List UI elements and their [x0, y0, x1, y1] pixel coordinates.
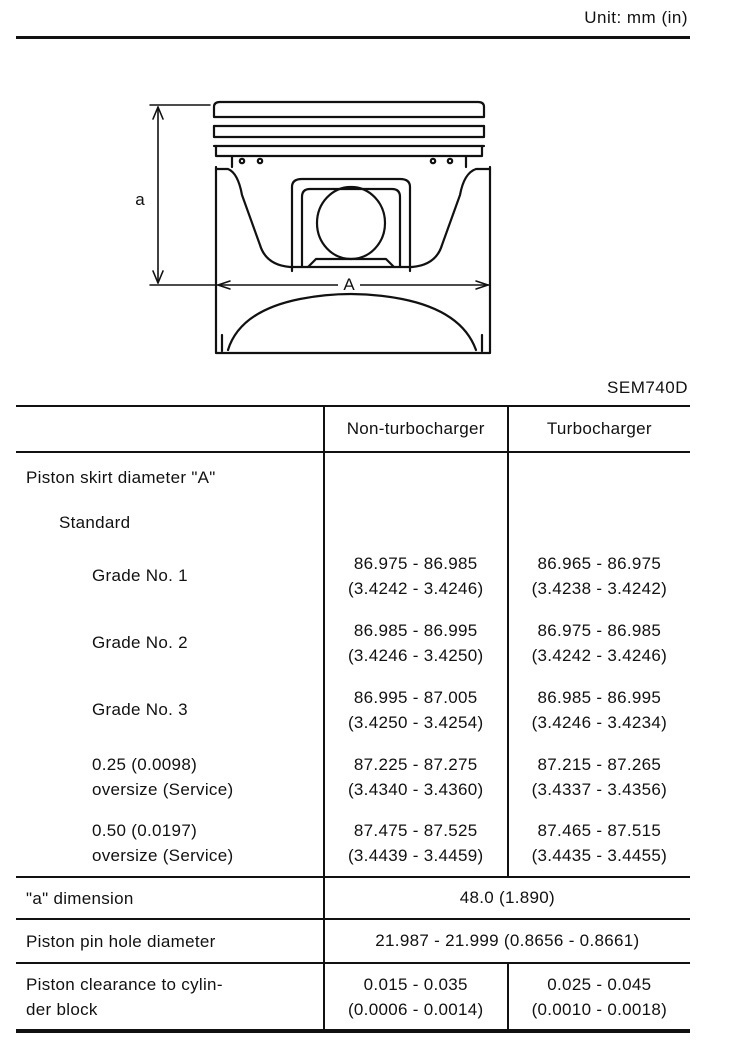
grade-value: 86.975 - 86.985(3.4242 - 3.4246) — [322, 542, 508, 609]
grade-value: 86.995 - 87.005(3.4250 - 3.4254) — [322, 676, 508, 743]
oversize-value: 87.475 - 87.525(3.4439 - 3.4459) — [322, 810, 508, 877]
clearance-label: Piston clearance to cylin-der block — [16, 962, 324, 1033]
table-row: Grade No. 1 86.975 - 86.985(3.4242 - 3.4… — [16, 542, 690, 609]
clearance-value: 0.015 - 0.035(0.0006 - 0.0014) — [322, 962, 508, 1033]
grade-label: Grade No. 3 — [92, 700, 188, 719]
piston-spec-table: Non-turbocharger Turbocharger Piston ski… — [16, 405, 690, 1033]
clearance-value: 0.025 - 0.045(0.0010 - 0.0018) — [506, 962, 690, 1033]
unit-label: Unit: mm (in) — [584, 8, 688, 27]
label-a: a — [135, 190, 145, 209]
oversize-label: 0.25 (0.0098)oversize (Service) — [92, 754, 234, 799]
a-dimension-label: "a" dimension — [16, 876, 324, 919]
table-row: Piston clearance to cylin-der block 0.01… — [16, 962, 690, 1033]
label-A: A — [343, 275, 355, 294]
grade-label: Grade No. 1 — [92, 566, 188, 585]
table-row: Grade No. 2 86.985 - 86.995(3.4246 - 3.4… — [16, 609, 690, 676]
standard-label: Standard — [59, 512, 131, 532]
grade-value: 86.985 - 86.995(3.4246 - 3.4234) — [506, 676, 690, 743]
grade-value: 86.985 - 86.995(3.4246 - 3.4250) — [322, 609, 508, 676]
a-dimension-value: 48.0 (1.890) — [322, 876, 690, 919]
pin-hole-value: 21.987 - 21.999 (0.8656 - 0.8661) — [322, 918, 690, 963]
table-row: Piston pin hole diameter 21.987 - 21.999… — [16, 918, 690, 963]
oversize-value: 87.215 - 87.265(3.4337 - 3.4356) — [506, 743, 690, 810]
piston-diagram: A a — [135, 100, 492, 355]
table-row: Grade No. 3 86.995 - 87.005(3.4250 - 3.4… — [16, 676, 690, 743]
oversize-value: 87.225 - 87.275(3.4340 - 3.4360) — [322, 743, 508, 810]
header-row: Non-turbocharger Turbocharger — [16, 406, 690, 453]
oversize-value: 87.465 - 87.515(3.4435 - 3.4455) — [506, 810, 690, 877]
col-turbo: Turbocharger — [506, 406, 690, 453]
table-row: "a" dimension 48.0 (1.890) — [16, 876, 690, 919]
figure-code: SEM740D — [607, 378, 688, 397]
grade-value: 86.975 - 86.985(3.4242 - 3.4246) — [506, 609, 690, 676]
header-blank — [16, 406, 324, 453]
oversize-label: 0.50 (0.0197)oversize (Service) — [92, 821, 234, 865]
col-non-turbo: Non-turbocharger — [322, 406, 508, 453]
top-rule — [16, 36, 690, 39]
pin-hole-label: Piston pin hole diameter — [16, 918, 324, 963]
grade-value: 86.965 - 86.975(3.4238 - 3.4242) — [506, 542, 690, 609]
table-row: 0.50 (0.0197)oversize (Service) 87.475 -… — [16, 810, 690, 877]
grade-label: Grade No. 2 — [92, 633, 188, 652]
table-row: Standard — [16, 502, 690, 542]
table-row: Piston skirt diameter "A" — [16, 452, 690, 502]
skirt-label: Piston skirt diameter "A" — [26, 468, 216, 487]
table-row: 0.25 (0.0098)oversize (Service) 87.225 -… — [16, 743, 690, 810]
